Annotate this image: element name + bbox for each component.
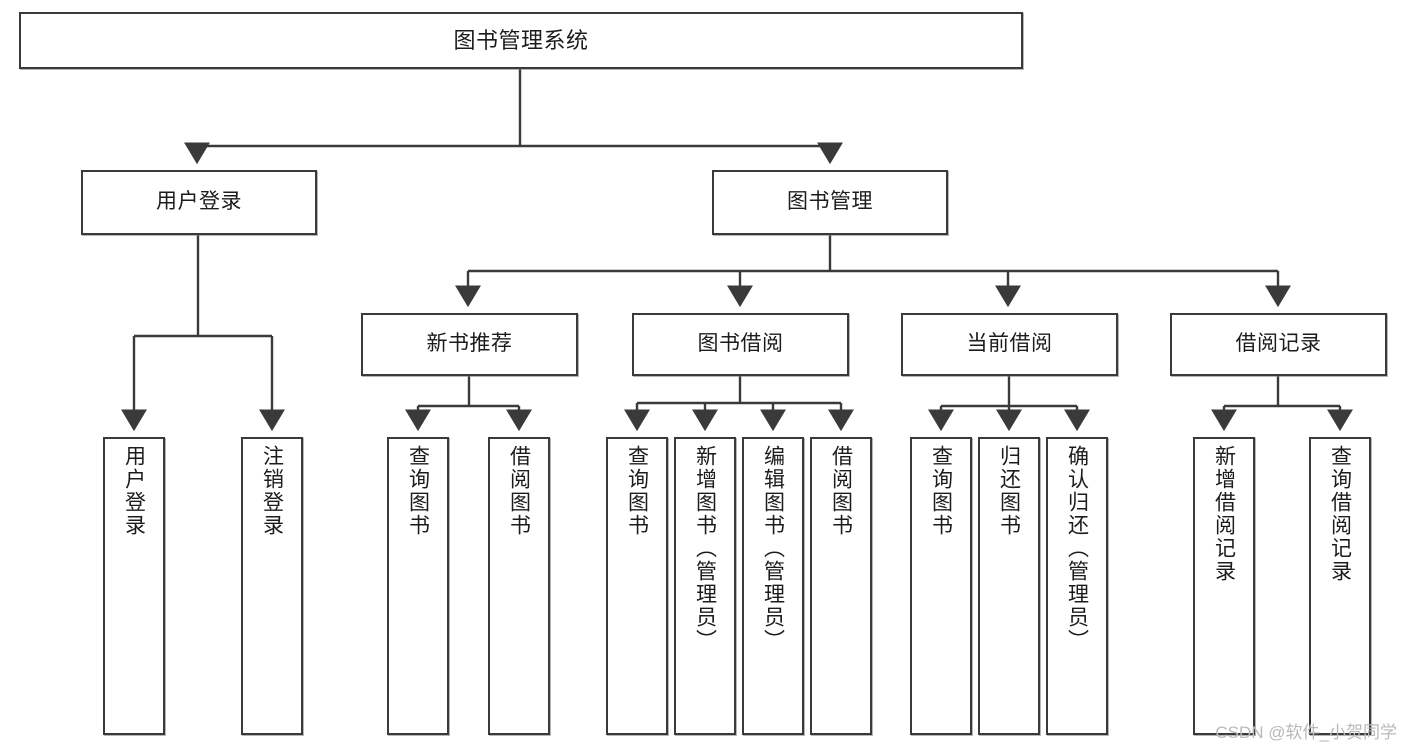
node-label: 借阅图书: [507, 445, 531, 537]
node-root-system[interactable]: 图书管理系统: [19, 12, 1023, 69]
node-leaf-query-book-3[interactable]: 查询图书: [910, 437, 972, 735]
node-label: 图书管理: [787, 190, 873, 214]
node-label: 借阅图书: [829, 445, 853, 537]
node-label: 新增图书（管理员）: [693, 445, 717, 652]
node-leaf-query-book-2[interactable]: 查询图书: [606, 437, 668, 735]
node-leaf-borrow-book-1[interactable]: 借阅图书: [488, 437, 550, 735]
node-label: 当前借阅: [966, 332, 1053, 356]
csdn-watermark: CSDN @软件_小贺同学: [1215, 723, 1397, 742]
node-leaf-logout[interactable]: 注销登录: [241, 437, 303, 735]
node-label: 确认归还（管理员）: [1065, 445, 1089, 652]
node-book-management[interactable]: 图书管理: [712, 170, 948, 235]
node-leaf-edit-book[interactable]: 编辑图书（管理员）: [742, 437, 804, 735]
node-book-borrow[interactable]: 图书借阅: [632, 313, 849, 376]
node-label: 查询借阅记录: [1328, 445, 1352, 583]
node-label: 图书管理系统: [453, 27, 589, 53]
node-leaf-borrow-book-2[interactable]: 借阅图书: [810, 437, 872, 735]
node-current-borrow[interactable]: 当前借阅: [901, 313, 1118, 376]
node-label: 用户登录: [122, 445, 146, 537]
node-leaf-return-book[interactable]: 归还图书: [978, 437, 1040, 735]
node-label: 图书借阅: [697, 332, 784, 356]
node-new-book-recommend[interactable]: 新书推荐: [361, 313, 578, 376]
node-leaf-add-record[interactable]: 新增借阅记录: [1193, 437, 1255, 735]
node-label: 新书推荐: [426, 332, 513, 356]
node-leaf-query-book-1[interactable]: 查询图书: [387, 437, 449, 735]
node-leaf-user-login[interactable]: 用户登录: [103, 437, 165, 735]
node-leaf-confirm-return[interactable]: 确认归还（管理员）: [1046, 437, 1108, 735]
node-label: 查询图书: [929, 445, 953, 537]
node-user-login[interactable]: 用户登录: [81, 170, 317, 235]
node-leaf-query-record[interactable]: 查询借阅记录: [1309, 437, 1371, 735]
node-label: 借阅记录: [1235, 332, 1322, 356]
node-label: 查询图书: [406, 445, 430, 537]
node-label: 查询图书: [625, 445, 649, 537]
node-label: 编辑图书（管理员）: [761, 445, 785, 652]
node-label: 注销登录: [260, 445, 284, 537]
node-label: 归还图书: [997, 445, 1021, 537]
node-label: 新增借阅记录: [1212, 445, 1236, 583]
node-borrow-record[interactable]: 借阅记录: [1170, 313, 1387, 376]
node-leaf-add-book[interactable]: 新增图书（管理员）: [674, 437, 736, 735]
node-label: 用户登录: [156, 190, 242, 214]
